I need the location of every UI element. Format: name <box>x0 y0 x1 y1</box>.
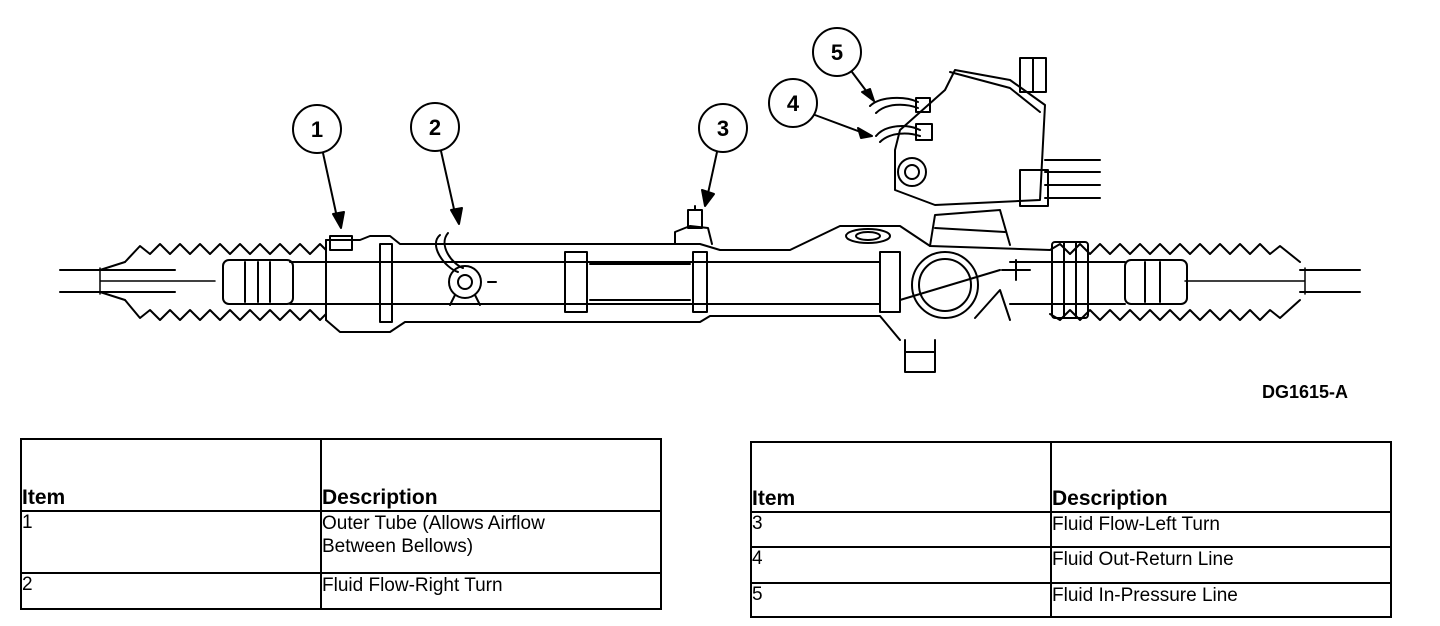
outer-tube-fitting <box>434 232 497 306</box>
callout-2: 2 <box>410 102 463 225</box>
fluid-lines <box>869 96 933 143</box>
item-number: 3 <box>750 511 1052 548</box>
callout-2-label: 2 <box>429 115 441 140</box>
item-description: Outer Tube (Allows Airflow Between Bello… <box>320 510 662 574</box>
item-description: Fluid Flow-Right Turn <box>320 572 662 610</box>
legend-header-row: Item Description <box>750 441 1392 513</box>
table-row: 5 Fluid In-Pressure Line <box>750 582 1392 618</box>
item-number: 5 <box>750 582 1052 618</box>
item-header: Item <box>20 438 322 512</box>
callout-5-label: 5 <box>831 40 843 65</box>
item-description: Fluid In-Pressure Line <box>1050 582 1392 618</box>
table-row: 2 Fluid Flow-Right Turn <box>20 572 662 610</box>
callout-3: 3 <box>698 103 748 207</box>
callout-1: 1 <box>292 104 345 229</box>
description-header: Description <box>320 438 662 512</box>
legend-header-row: Item Description <box>20 438 662 512</box>
callout-4: 4 <box>768 78 873 139</box>
item-description-line: Fluid Flow-Right Turn <box>322 575 503 596</box>
table-row: 3 Fluid Flow-Left Turn <box>750 511 1392 548</box>
item-description: Fluid Flow-Left Turn <box>1050 511 1392 548</box>
left-turn-fitting <box>674 205 713 245</box>
table-row: 4 Fluid Out-Return Line <box>750 546 1392 584</box>
left-tie-rod <box>59 267 216 295</box>
legend-table-right: Item Description 3 Fluid Flow-Left Turn … <box>750 441 1392 618</box>
legend-table-left: Item Description 1 Outer Tube (Allows Ai… <box>20 438 662 610</box>
callout-1-label: 1 <box>311 117 323 142</box>
table-row: 1 Outer Tube (Allows Airflow Between Bel… <box>20 510 662 574</box>
item-description-line: Between Bellows) <box>322 536 474 557</box>
description-header: Description <box>1050 441 1392 513</box>
right-bellows <box>1049 241 1301 321</box>
right-tie-rod <box>1184 267 1361 295</box>
item-number: 1 <box>20 510 322 574</box>
left-bellows <box>99 243 327 321</box>
figure-code: DG1615-A <box>1262 382 1349 402</box>
item-number: 4 <box>750 546 1052 584</box>
item-description-line: Outer Tube (Allows Airflow <box>322 513 545 534</box>
callout-5: 5 <box>812 27 875 102</box>
item-description: Fluid Out-Return Line <box>1050 546 1392 584</box>
steering-gear-diagram: 1 2 3 4 5 <box>59 27 1361 373</box>
rack-housing <box>289 225 1126 341</box>
callout-3-label: 3 <box>717 116 729 141</box>
callout-4-label: 4 <box>787 91 800 116</box>
valve-housing <box>894 57 1101 373</box>
item-number: 2 <box>20 572 322 610</box>
item-header: Item <box>750 441 1052 513</box>
